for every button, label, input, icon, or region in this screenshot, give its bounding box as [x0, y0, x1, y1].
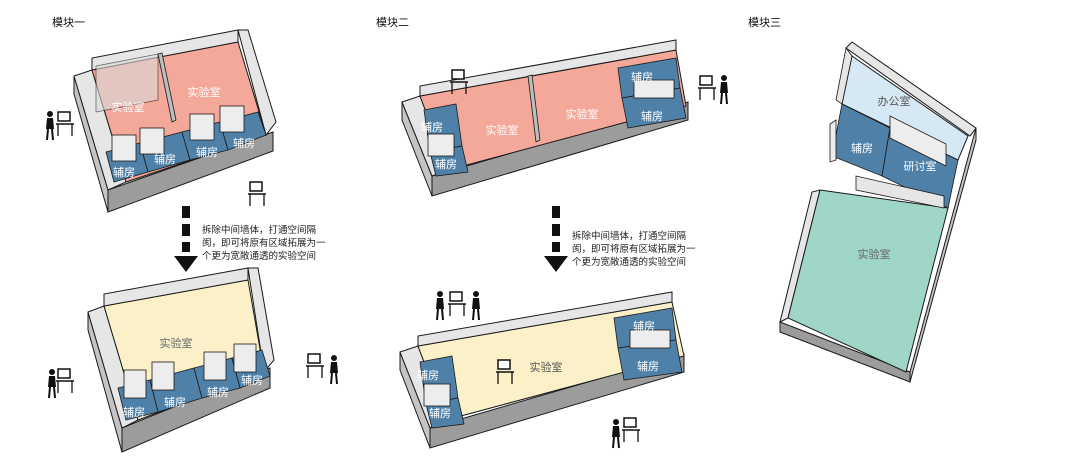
m2a-room-aux-3: 辅房	[633, 319, 655, 333]
m2b-room-aux-3: 辅房	[631, 70, 653, 84]
module2-after: 辅房 辅房 实验室 辅房 辅房	[399, 290, 685, 449]
m3-room-discussion: 研讨室	[904, 159, 937, 173]
m3-room-aux: 辅房	[851, 141, 873, 155]
note-line: 拆除中间墙体，打通空间隔	[572, 231, 687, 242]
person-icon	[47, 368, 57, 399]
m3-room-office: 办公室	[878, 94, 911, 108]
note-line: 阂，即可将原有区域拓展为一	[572, 244, 696, 255]
m1a-room-aux-2: 辅房	[164, 395, 186, 409]
m2b-room-lab-1: 实验室	[486, 123, 519, 137]
m1a-room-lab: 实验室	[160, 336, 193, 350]
m2b-room-aux-1: 辅房	[421, 120, 443, 134]
desk-icon	[447, 291, 467, 317]
m2b-room-aux-4: 辅房	[641, 109, 663, 123]
desk-icon	[55, 368, 75, 394]
person-icon	[471, 290, 481, 321]
module2-note: 拆除中间墙体，打通空间隔 阂，即可将原有区域拓展为一 个更为宽敞通透的实验空间	[572, 230, 696, 269]
module1-arrow	[174, 206, 198, 272]
module1-after: 实验室 辅房 辅房 辅房 辅房	[47, 267, 339, 453]
m1a-room-aux-4: 辅房	[241, 373, 263, 387]
desk-icon	[55, 111, 75, 137]
module1-note: 拆除中间墙体，打通空间隔 阂，即可将原有区域拓展为一 个更为宽敞通透的实验空间	[202, 224, 326, 263]
m1a-room-aux-1: 辅房	[123, 405, 145, 419]
m1b-room-aux-2: 辅房	[154, 152, 176, 166]
note-line: 个更为宽敞通透的实验空间	[572, 257, 687, 268]
m1a-room-aux-3: 辅房	[207, 385, 229, 399]
module1-before: 实验室 实验室 辅房 辅房 辅房 辅房	[45, 29, 277, 213]
m2b-room-lab-2: 实验室	[566, 107, 599, 121]
m2b-room-aux-2: 辅房	[435, 157, 457, 171]
module2-before: 辅房 辅房 实验室 实验室 辅房 辅房	[401, 39, 729, 197]
person-icon	[719, 74, 729, 105]
desk-icon	[697, 75, 717, 101]
module3-title: 模块三	[748, 16, 781, 29]
m2a-room-lab: 实验室	[530, 360, 563, 374]
note-line: 个更为宽敞通透的实验空间	[202, 251, 317, 262]
m2a-room-aux-4: 辅房	[637, 359, 659, 373]
person-icon	[45, 110, 55, 141]
module2-title: 模块二	[376, 16, 409, 29]
desk-icon	[305, 353, 325, 379]
module3: 办公室 辅房 研讨室 实验室	[779, 41, 977, 383]
person-icon	[329, 354, 339, 385]
m2a-room-aux-1: 辅房	[417, 368, 439, 382]
m1b-room-aux-3: 辅房	[196, 145, 218, 159]
note-line: 阂，即可将原有区域拓展为一	[202, 238, 326, 249]
m2a-room-aux-2: 辅房	[429, 406, 451, 420]
m1b-room-aux-4: 辅房	[233, 136, 255, 150]
person-icon	[611, 418, 621, 449]
person-icon	[435, 290, 445, 321]
m3-room-lab: 实验室	[858, 247, 891, 261]
m1b-room-lab-1: 实验室	[112, 100, 145, 114]
module2-arrow	[544, 206, 568, 272]
module1-title: 模块一	[52, 16, 85, 29]
desk-icon	[621, 417, 641, 443]
note-line: 拆除中间墙体，打通空间隔	[202, 225, 317, 236]
desk-icon	[247, 181, 267, 207]
m1b-room-lab-2: 实验室	[188, 85, 221, 99]
m1b-room-aux-1: 辅房	[113, 165, 135, 179]
